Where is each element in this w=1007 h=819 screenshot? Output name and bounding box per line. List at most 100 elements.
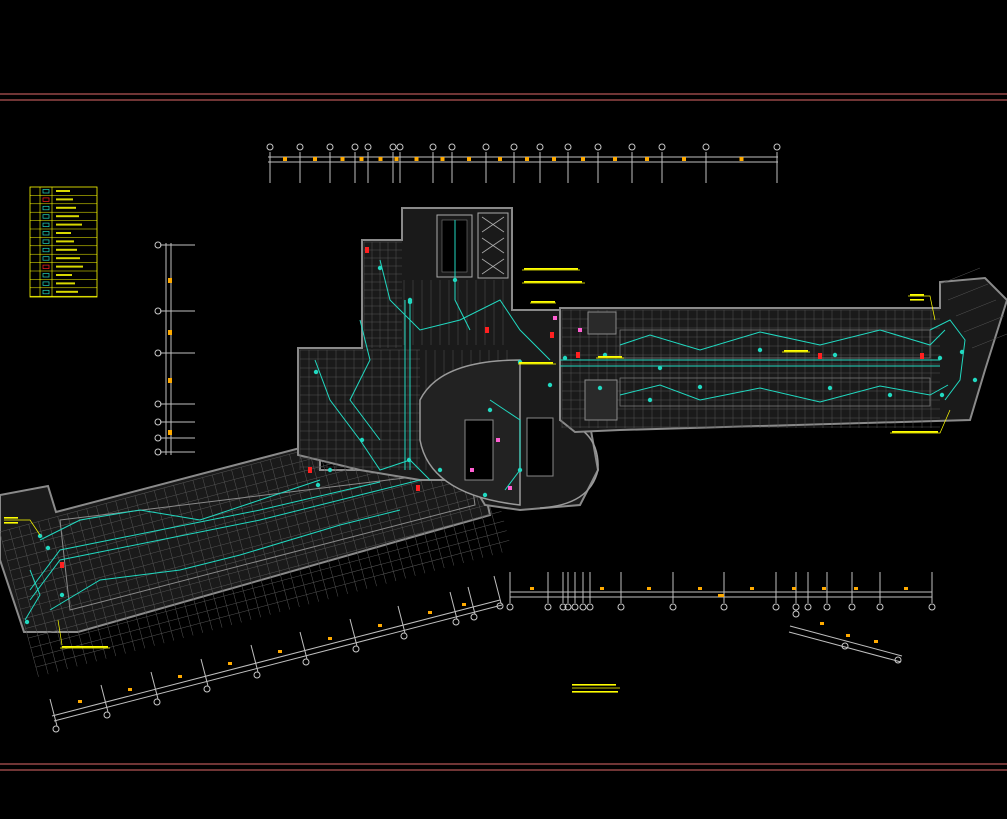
grid-bubble-icon [203,685,211,693]
dimension-text-mark [278,650,282,653]
annotation-text-mark [892,431,938,433]
smoke-detector-icon [517,467,523,473]
legend-text-mark [56,206,76,209]
top-dimension-chain [266,143,781,183]
smoke-detector-icon [482,492,488,498]
dimension-text-mark [328,637,332,640]
legend-text-mark [56,190,70,192]
fire-alarm-device-icon [365,247,369,253]
grid-bubble-icon [154,418,162,426]
fire-alarm-device-icon [60,562,64,568]
legend-symbol-icon [42,231,50,236]
manual-call-point-icon [508,486,512,490]
grid-bubble-icon [103,711,111,719]
smoke-detector-icon [597,385,603,391]
dimension-text-mark [168,430,172,435]
grid-bubble-icon [792,610,800,618]
smoke-detector-icon [24,619,30,625]
grid-bubble-icon [154,448,162,456]
legend-text-mark [56,240,74,243]
dimension-text-mark [378,157,383,161]
annotation-text-mark [598,356,622,358]
grid-bubble-icon [389,143,397,151]
grid-bubble-icon [396,143,404,151]
grid-bubble-icon [302,658,310,666]
annotation-leaders [4,269,951,689]
legend-table [29,186,98,298]
legend-symbol-icon [42,222,50,227]
manual-call-point-icon [496,438,500,442]
legend-symbol-icon [42,247,50,253]
dimension-text-mark [854,587,858,590]
grid-bubble-icon [296,143,304,151]
grid-bubble-icon [669,603,677,611]
fire-alarm-device-icon [920,353,924,359]
legend-text-mark [56,274,72,276]
manual-call-point-icon [553,316,557,320]
grid-bubble-icon [154,400,162,408]
dimension-text-mark [428,611,432,614]
legend-text-mark [56,223,82,226]
legend-symbol-icon [42,264,50,269]
smoke-detector-icon [359,437,365,443]
annotation-text-mark [531,301,555,303]
grid-bubble-icon [823,603,831,611]
fire-alarm-device-icon [550,332,554,338]
dimension-text-mark [698,587,702,590]
dimension-text-mark [682,157,686,161]
smoke-detector-icon [37,533,43,539]
dimension-text-mark [498,157,502,161]
grid-bubble-icon [253,671,261,679]
smoke-detector-icon [757,347,763,353]
grid-bubble-icon [496,602,504,610]
annotation-text-mark [572,691,618,693]
smoke-detector-icon [939,392,945,398]
grid-bubble-icon [773,143,781,151]
grid-bubble-icon [559,603,567,611]
dimension-text-mark [552,157,556,161]
east-wing [559,267,1007,434]
dimension-text-mark [414,157,419,161]
manual-call-point-icon [470,468,474,472]
smoke-detector-icon [377,265,383,271]
dimension-text-mark [718,594,724,597]
grid-bubble-icon [658,143,666,151]
grid-bubble-icon [792,603,800,611]
grid-bubble-icon [154,434,162,442]
legend-symbol-icon [42,289,50,295]
fire-alarm-device-icon [416,485,420,491]
stair-x-icon [481,216,505,275]
grid-bubble-icon [52,725,60,733]
annotation-text-mark [572,684,616,686]
fire-alarm-device-icon [576,352,580,358]
dimension-text-mark [792,587,796,590]
dimension-text-mark [822,587,826,590]
grid-bubble-icon [928,603,936,611]
dimension-text-mark [440,157,445,161]
grid-bubble-icon [482,143,490,151]
grid-bubble-icon [628,143,636,151]
central-core [297,207,600,512]
grid-bubble-icon [571,603,579,611]
fire-alarm-device-icon [485,327,489,333]
legend-text-mark [56,232,71,234]
legend-symbol-icon [42,281,50,286]
grid-bubble-icon [720,603,728,611]
dimension-text-mark [168,378,172,383]
dimension-text-mark [581,157,585,161]
grid-bubble-icon [400,632,408,640]
smoke-detector-icon [45,545,51,551]
grid-bubble-icon [876,603,884,611]
dimension-text-mark [340,157,345,161]
smoke-detector-icon [832,352,838,358]
smoke-detector-icon [959,349,965,355]
grid-bubble-icon [544,603,552,611]
dimension-text-mark [820,622,824,625]
smoke-detector-icon [647,397,653,403]
bottom-dimension-chain [506,572,936,611]
diagonal-dimension-chain [49,575,903,733]
legend-symbol-icon [42,197,50,202]
annotation-text-mark [4,522,18,524]
fire-alarm-device-icon [308,467,312,473]
annotation-text-mark [784,350,808,352]
